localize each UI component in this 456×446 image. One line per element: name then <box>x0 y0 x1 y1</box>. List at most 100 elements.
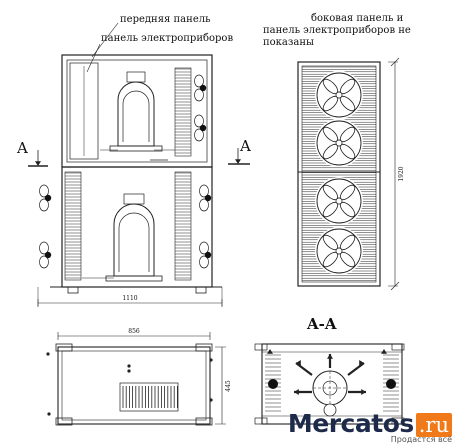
lower-fan-left-1 <box>39 184 52 212</box>
compressor-inner <box>122 90 150 142</box>
section-foot <box>254 417 268 425</box>
fan-lobe <box>39 198 49 212</box>
side-fan-3 <box>316 178 362 224</box>
dim-plan-width: 856 <box>57 328 211 340</box>
watermark-brand: Mercatos <box>287 409 414 438</box>
fan-hub <box>204 251 212 259</box>
airflow-upper-right <box>347 360 365 376</box>
section-arrow-right-head <box>235 159 241 164</box>
grille-frame <box>174 171 192 281</box>
compressor-shell <box>117 81 155 147</box>
fan-hub <box>44 251 52 259</box>
lower-fan-left-2 <box>39 241 52 269</box>
upper-inner-frame <box>66 59 208 163</box>
fan-lobe <box>39 184 49 198</box>
leg <box>195 286 207 294</box>
mounting-foot <box>55 417 73 426</box>
inflow-arrow <box>267 349 273 354</box>
plan-inner <box>61 350 207 421</box>
dimension-value: 856 <box>128 328 140 335</box>
grille-frame <box>174 67 192 157</box>
fan-hub <box>199 84 207 92</box>
section-arrow-left-head <box>35 161 41 166</box>
compressor-base <box>105 275 163 282</box>
dim-tick <box>390 281 400 291</box>
side-view: 1920 <box>297 57 405 291</box>
section-body <box>261 343 403 425</box>
section-foot <box>391 417 405 425</box>
upper-condenser-grille <box>174 67 192 157</box>
fan-hub <box>335 91 343 99</box>
compressor-base <box>109 145 163 152</box>
side-note-line1: боковая панель и <box>311 13 404 24</box>
fan-lobe <box>194 88 204 102</box>
fan-hub <box>199 124 207 132</box>
electrical-panel <box>69 62 99 160</box>
lower-right-grille <box>174 171 192 281</box>
compressor-shell <box>113 203 155 277</box>
airflow-shaft <box>295 362 313 376</box>
fan-ring <box>316 178 362 224</box>
fixing-dot <box>127 369 131 373</box>
watermark: Mercatos.ru Продастся всё <box>288 409 452 444</box>
compressor-top-cap <box>123 193 145 205</box>
fan-lobe <box>194 74 204 88</box>
dim-side-height: 1920 <box>398 166 405 181</box>
watermark-tagline: Продастся всё <box>390 435 452 444</box>
side-fan-1 <box>316 72 362 118</box>
fan-lobe <box>194 128 204 142</box>
inflow-arrow <box>381 349 387 354</box>
section-fan-left <box>268 379 278 389</box>
airflow-up <box>327 354 333 368</box>
plan-grille-frame <box>119 382 179 412</box>
upper-compressor <box>109 71 163 152</box>
electrical-panel-leader <box>86 43 101 73</box>
section-fan-right <box>386 379 396 389</box>
watermark-tld: .ru <box>415 413 452 437</box>
mounting-foot <box>195 343 213 352</box>
side-fan-2 <box>316 120 362 166</box>
mounting-foot <box>55 343 73 352</box>
fan-hub <box>335 139 343 147</box>
compressor-inner <box>118 212 150 272</box>
front-panel-label: передняя панель <box>120 14 211 25</box>
fan-hub <box>44 194 52 202</box>
section-view-title: A-A <box>307 315 337 333</box>
section-mark-right: A <box>240 137 251 155</box>
plan-grille <box>119 382 179 412</box>
fixing-dot <box>46 352 50 356</box>
airflow-head <box>296 360 301 366</box>
fan-hub <box>335 197 343 205</box>
section-mark-left: A <box>17 139 28 157</box>
section-foot <box>254 343 268 351</box>
airflow-right <box>348 389 366 395</box>
dimension-value: 1110 <box>122 295 137 302</box>
upper-fan-1 <box>194 74 207 102</box>
fan-lobe <box>199 241 209 255</box>
airflow-head <box>294 389 299 395</box>
grille-frame <box>64 171 82 281</box>
fan-lobe <box>39 255 49 269</box>
fan-hub <box>204 194 212 202</box>
grille-frame <box>301 65 377 283</box>
front-view: 1110 <box>28 22 250 307</box>
lower-fan-right-2 <box>199 241 212 269</box>
airflow-upper-left <box>295 360 313 376</box>
section-pipe <box>323 403 337 417</box>
section-view-a-a <box>254 343 405 425</box>
fan-ring <box>316 72 362 118</box>
dim-front-width: 1110 <box>37 295 223 307</box>
section-foot <box>391 343 405 351</box>
fan-lobe <box>199 255 209 269</box>
fan-lobe <box>39 241 49 255</box>
lower-compressor <box>105 193 163 282</box>
side-fan-4 <box>316 228 362 274</box>
section-grille-right <box>383 354 399 412</box>
lower-left-grille <box>64 171 82 281</box>
lower-fan-right-1 <box>199 184 212 212</box>
leg <box>67 286 79 294</box>
mounting-foot <box>195 417 213 426</box>
airflow-head <box>359 360 364 366</box>
airflow-head <box>361 389 366 395</box>
